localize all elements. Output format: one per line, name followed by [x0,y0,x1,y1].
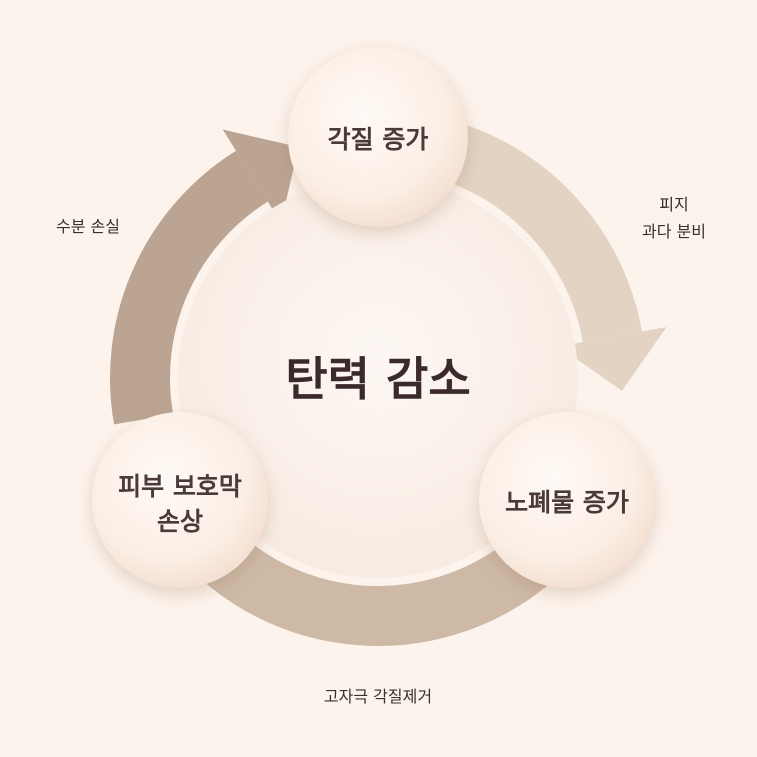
node-waste-label: 노폐물 증가 [505,488,629,517]
node-barrier: 피부 보호막 손상 [92,412,268,588]
center-circle [178,178,578,578]
node-barrier-circle [92,412,268,588]
arc-moisture [110,150,269,425]
edge-label-sebum-line1: 피지 [659,195,688,214]
node-waste-circle [479,412,655,588]
edge-label-sebum-line2: 과다 분비 [642,222,706,241]
center-label: 탄력 감소 [285,352,470,406]
node-barrier-label-line2: 손상 [157,507,203,536]
edge-label-moisture: 수분 손실 [56,217,120,236]
node-waste: 노폐물 증가 [479,412,655,588]
node-keratin-label: 각질 증가 [328,125,429,154]
node-barrier-label-line1: 피부 보호막 [118,472,242,501]
arrow-head-sebum [558,327,667,391]
node-keratin-circle [288,47,468,227]
arrow-head-moisture [222,129,299,223]
node-keratin: 각질 증가 [288,47,468,227]
edge-label-exfoliation: 고자극 각질제거 [324,687,432,706]
